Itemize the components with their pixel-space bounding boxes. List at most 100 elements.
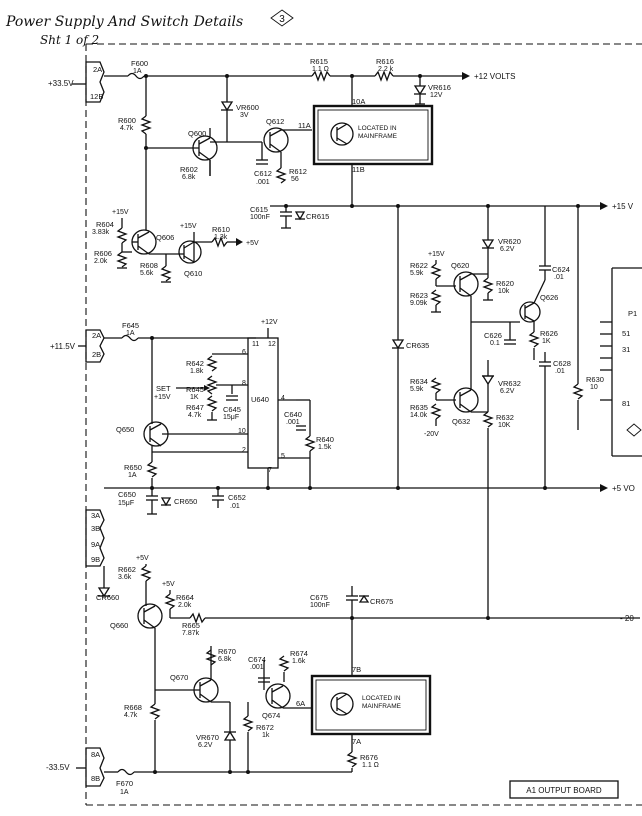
r662-val: 3.6k <box>118 574 132 581</box>
r612-val: 56 <box>291 176 299 183</box>
q626-label: Q626 <box>540 293 558 302</box>
plus12-label: +12V <box>261 319 278 326</box>
c615-ref: C615 <box>250 205 268 214</box>
plus5-label-a: +5V <box>246 240 259 247</box>
svg-text:LOCATED IN: LOCATED IN <box>358 125 397 132</box>
connector-p1: P1 51 31 81 <box>611 267 642 457</box>
f600-val: 1A <box>133 68 142 75</box>
vr632-ref: VR632 <box>498 379 521 388</box>
c645-val: 15μF <box>223 414 239 421</box>
terminal-11a: 11A <box>298 121 311 130</box>
r670-val: 6.8k <box>218 656 232 663</box>
q600-label: Q600 <box>188 129 206 138</box>
set-label: SET <box>156 384 171 393</box>
plus5-label-b: +5V <box>136 555 149 562</box>
svg-text:8A: 8A <box>91 750 100 759</box>
svg-text:3A: 3A <box>91 511 100 520</box>
svg-text:MAINFRAME: MAINFRAME <box>362 703 402 710</box>
r600-val: 4.7k <box>120 125 134 132</box>
r634-val: 5.9k <box>410 386 424 393</box>
vr670-val: 6.2V <box>198 742 213 749</box>
r602-ref: R602 <box>180 165 198 174</box>
c626-val: 0.1 <box>490 340 500 347</box>
terminal-6a: 6A <box>296 699 305 708</box>
q620-transistor <box>453 271 479 297</box>
cr675-label: CR675 <box>370 597 393 606</box>
vr616-ref: VR616 <box>428 83 451 92</box>
f645-ref: F645 <box>122 321 139 330</box>
r616-val: 2.2 k <box>378 66 394 73</box>
svg-text:MAINFRAME: MAINFRAME <box>358 133 398 140</box>
r616-ref: R616 <box>376 57 394 66</box>
u640-regulator: U640 6 8 10 2 11 12 4 5 7 <box>238 337 285 474</box>
r650-ref: R650 <box>124 463 142 472</box>
svg-text:P1: P1 <box>628 309 637 318</box>
plus15-label-a: +15V <box>112 209 129 216</box>
svg-text:2: 2 <box>242 447 246 454</box>
r665-val: 7.87k <box>182 630 200 637</box>
svg-text:9A: 9A <box>91 540 100 549</box>
r600-ref: R600 <box>118 116 136 125</box>
q674-label: Q674 <box>262 711 280 720</box>
cr615-label: CR615 <box>306 212 329 221</box>
connector-8a-8b: 8A 8B <box>85 747 105 787</box>
vr670-ref: VR670 <box>196 733 219 742</box>
rail-label-p33: +33.5V <box>48 79 74 88</box>
r608-val: 5.6k <box>140 270 154 277</box>
q674-transistor <box>265 683 291 709</box>
c675-val: 100nF <box>310 602 330 609</box>
r612-ref: R612 <box>289 167 307 176</box>
mainframe-box-upper: LOCATED IN MAINFRAME <box>312 104 434 166</box>
r632-val: 10K <box>498 422 511 429</box>
svg-text:2A: 2A <box>92 331 101 340</box>
r632-ref: R632 <box>496 413 514 422</box>
r662-ref: R662 <box>118 565 136 574</box>
q606-label: Q606 <box>156 233 174 242</box>
connector-2a-12b: 2A 12B <box>85 61 105 103</box>
r665-ref: R665 <box>182 621 200 630</box>
r668-ref: R668 <box>124 703 142 712</box>
r645-val: 1K <box>190 394 199 401</box>
svg-text:A1 OUTPUT BOARD: A1 OUTPUT BOARD <box>526 786 602 795</box>
r602-val: 6.8k <box>182 174 196 181</box>
rail-label-m33: -33.5V <box>46 763 70 772</box>
r623-ref: R623 <box>410 291 428 300</box>
r608-ref: R608 <box>140 261 158 270</box>
svg-text:3: 3 <box>279 14 285 25</box>
r604-val: 3.83k <box>92 229 110 236</box>
r635-ref: R635 <box>410 403 428 412</box>
svg-text:7: 7 <box>268 467 272 474</box>
output-15v-label: +15 V <box>612 202 634 211</box>
q650-label: Q650 <box>116 425 134 434</box>
c652-ref: C652 <box>228 493 246 502</box>
terminal-10a: 10A <box>352 97 365 106</box>
r676-val: 1.1 Ω <box>362 762 379 769</box>
svg-text:2B: 2B <box>92 350 101 359</box>
r610-ref: R610 <box>212 225 230 234</box>
plus15-label-c: +15V <box>428 251 445 258</box>
terminal-7b: 7B <box>352 665 361 674</box>
c645-ref: C645 <box>223 405 241 414</box>
plus5-label-c: +5V <box>162 581 175 588</box>
svg-text:6: 6 <box>242 349 246 356</box>
svg-text:U640: U640 <box>251 395 269 404</box>
r610-val: 1.3k <box>214 234 228 241</box>
r664-ref: R664 <box>176 593 194 602</box>
r642-val: 1.8k <box>190 368 204 375</box>
q612-transistor <box>263 127 289 153</box>
svg-text:31: 31 <box>622 345 630 354</box>
c674-val: .001 <box>250 664 264 671</box>
mainframe-box-lower: LOCATED IN MAINFRAME <box>310 674 432 736</box>
sheet-title: Power Supply And Switch Details <box>5 14 243 30</box>
r615-ref: R615 <box>310 57 328 66</box>
r674-ref: R674 <box>290 649 308 658</box>
r650-val: 1A <box>128 472 137 479</box>
svg-text:11: 11 <box>252 341 259 348</box>
svg-text:10: 10 <box>238 428 246 435</box>
q620-label: Q620 <box>451 261 469 270</box>
output-12v-label: +12 VOLTS <box>474 72 515 81</box>
r668-val: 4.7k <box>124 712 138 719</box>
board-label-box: A1 OUTPUT BOARD <box>509 780 619 799</box>
c640-ref: C640 <box>284 410 302 419</box>
q660-transistor <box>137 603 163 629</box>
